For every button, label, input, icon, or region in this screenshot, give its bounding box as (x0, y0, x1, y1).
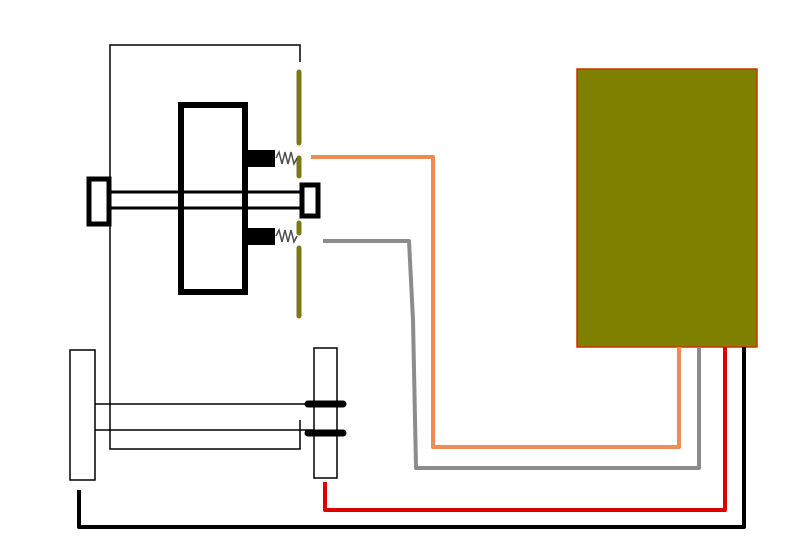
left-wheel-outline (69, 349, 96, 481)
motor-body (178, 102, 248, 295)
upper-spring-icon (275, 149, 298, 167)
upper-contact-brush (245, 149, 298, 167)
power-supply-box (577, 69, 757, 347)
chassis-frame (109, 44, 301, 450)
orange-wire (311, 155, 681, 449)
right-wheel (314, 348, 337, 478)
power-supply-box-border (576, 68, 758, 348)
rear-axle (69, 347, 347, 481)
shaft-right-end-block (299, 182, 321, 219)
red-wire (323, 347, 727, 512)
upper-brush-holder (245, 150, 275, 167)
lower-spring-icon (275, 227, 298, 245)
lower-contact-brush (245, 227, 298, 245)
left-wheel (70, 350, 95, 480)
right-wheel-outline (313, 347, 338, 479)
lower-brush-holder (245, 228, 275, 245)
black-wire (77, 347, 746, 529)
drive-shaft (86, 176, 321, 227)
shaft-left-end-block (86, 176, 112, 227)
gray-wire (323, 239, 701, 470)
